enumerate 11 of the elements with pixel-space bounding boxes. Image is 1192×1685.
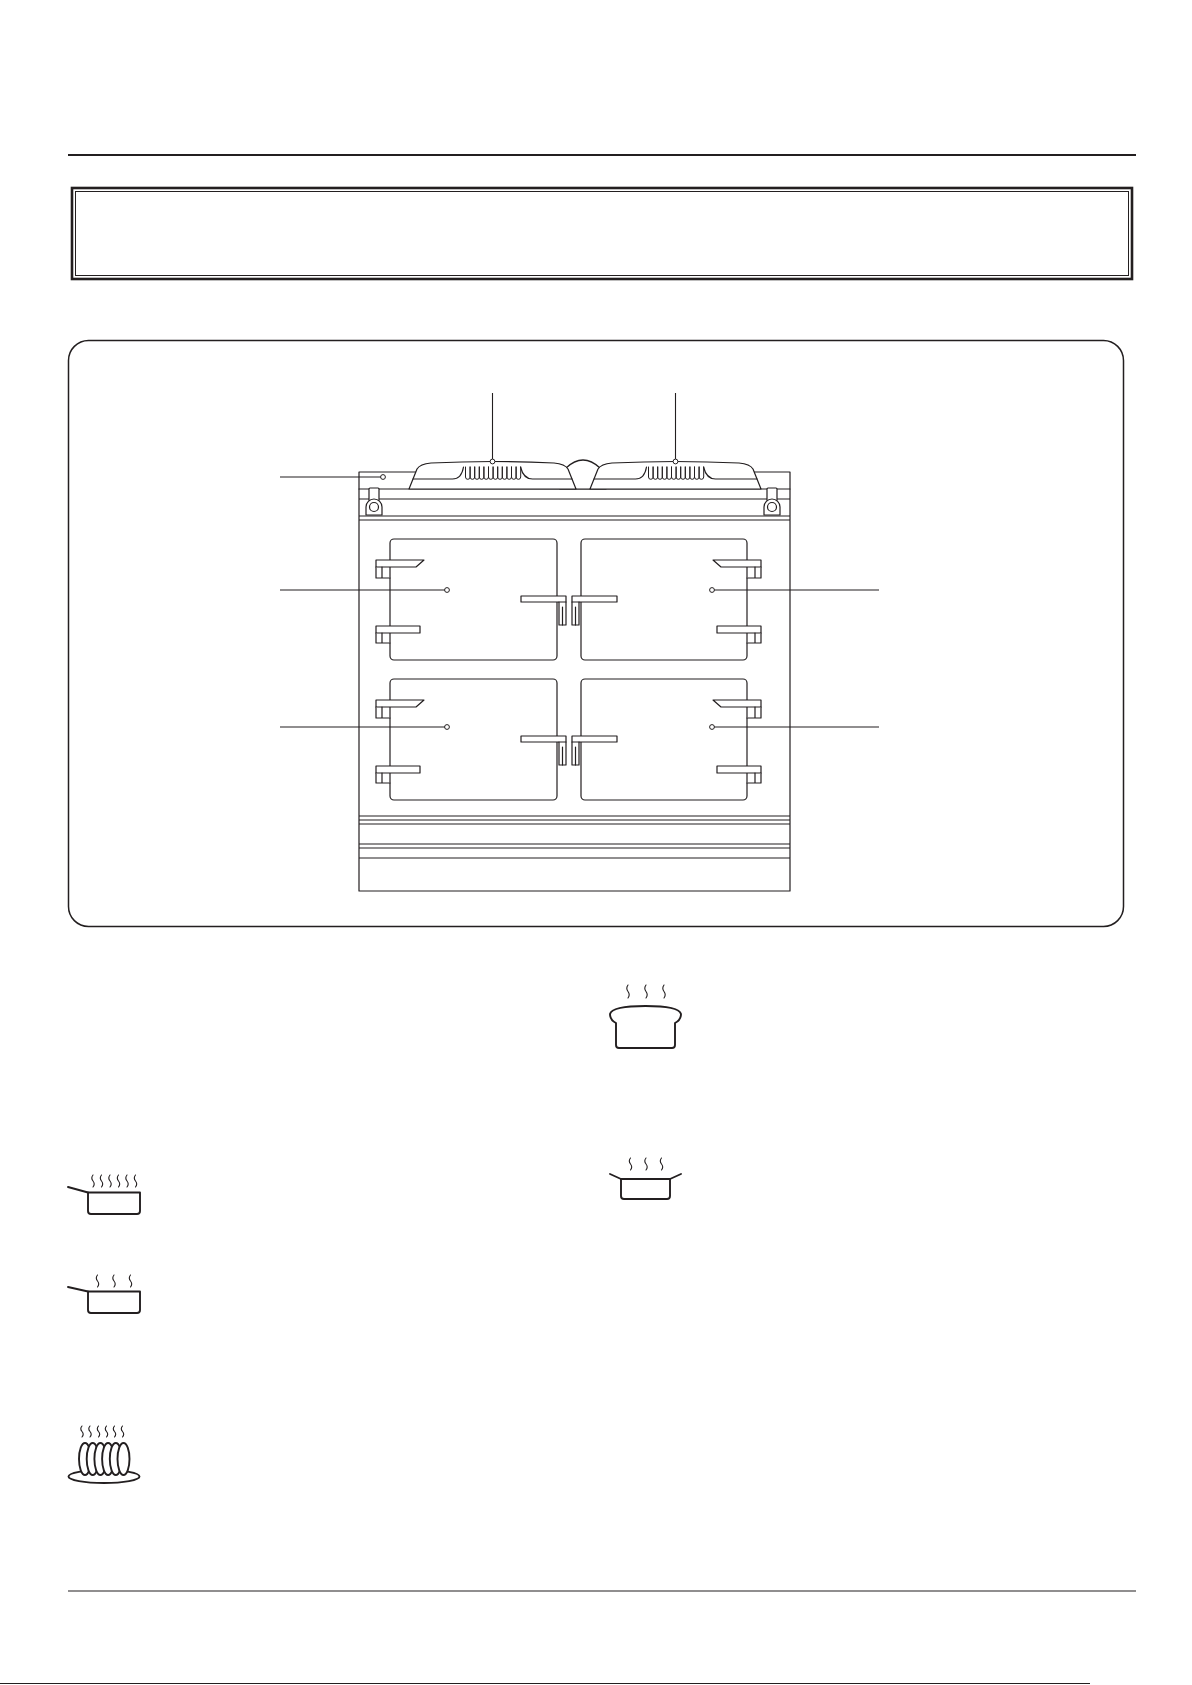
leader-line: [489, 392, 496, 465]
leader-line: [279, 474, 386, 480]
oven-door: [571, 678, 762, 801]
oven-door: [375, 538, 567, 661]
leader-line: [672, 392, 679, 465]
oven-door: [571, 538, 762, 661]
leader-line: [709, 587, 880, 593]
leader-line: [279, 587, 450, 593]
leader-line: [279, 724, 450, 730]
oven-door: [375, 678, 567, 801]
leader-line: [709, 724, 880, 730]
